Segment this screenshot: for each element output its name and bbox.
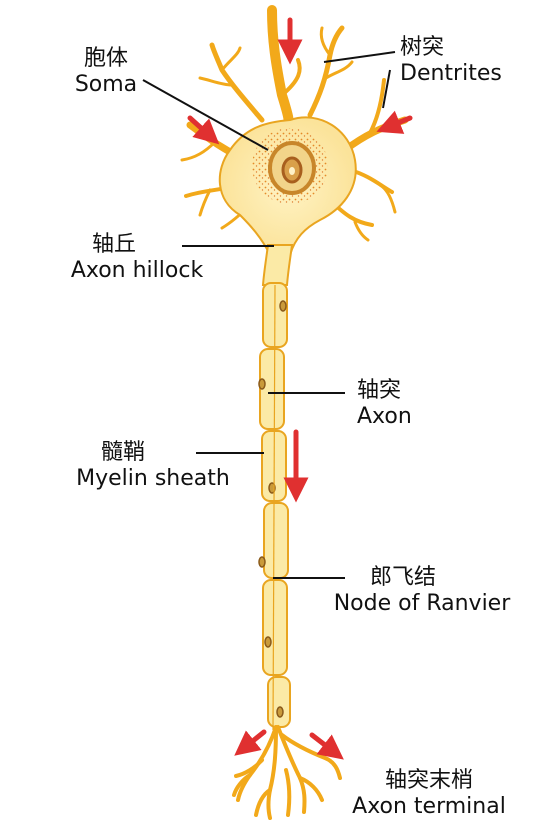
label-axon-terminal-zh: 轴突末梢 [384, 768, 473, 793]
label-myelin-sheath-zh: 髓鞘 [100, 440, 145, 465]
label-axon-en: Axon [357, 404, 412, 429]
label-axon-terminal: 轴突末梢 Axon terminal [334, 768, 524, 820]
label-dendrites: 树突 Dentrites [400, 35, 502, 87]
label-node-of-ranvier-en: Node of Ranvier [333, 591, 511, 616]
leader-lines [142, 51, 396, 579]
label-soma: 胞体 Soma [62, 46, 150, 98]
label-axon-hillock-zh: 轴丘 [91, 232, 136, 257]
label-dendrites-en: Dentrites [400, 61, 502, 86]
axon-hillock [261, 244, 294, 286]
signal-direction-arrow [309, 732, 344, 760]
leader-soma [142, 79, 269, 151]
label-axon-hillock: 轴丘 Axon hillock [52, 232, 222, 284]
schwann-nuclei [258, 300, 287, 718]
label-axon-terminal-en: Axon terminal [352, 794, 506, 819]
dendrite-top [267, 5, 294, 135]
label-axon: 轴突 Axon [357, 378, 412, 430]
leader-dendrites-2 [382, 69, 391, 109]
signal-direction-arrows [187, 17, 413, 760]
label-node-of-ranvier: 郎飞结 Node of Ranvier [312, 565, 532, 617]
label-myelin-sheath-en: Myelin sheath [76, 466, 230, 491]
signal-direction-arrow [376, 110, 413, 134]
label-node-of-ranvier-zh: 郎飞结 [369, 565, 436, 590]
label-dendrites-zh: 树突 [400, 35, 445, 60]
label-soma-en: Soma [74, 72, 138, 97]
leader-dendrites-1 [323, 51, 396, 63]
label-axon-hillock-en: Axon hillock [70, 258, 204, 283]
signal-direction-arrow [234, 729, 267, 756]
label-axon-zh: 轴突 [357, 378, 402, 403]
label-myelin-sheath: 髓鞘 Myelin sheath [58, 440, 248, 492]
signal-direction-arrow [187, 115, 220, 145]
label-soma-zh: 胞体 [83, 46, 128, 71]
